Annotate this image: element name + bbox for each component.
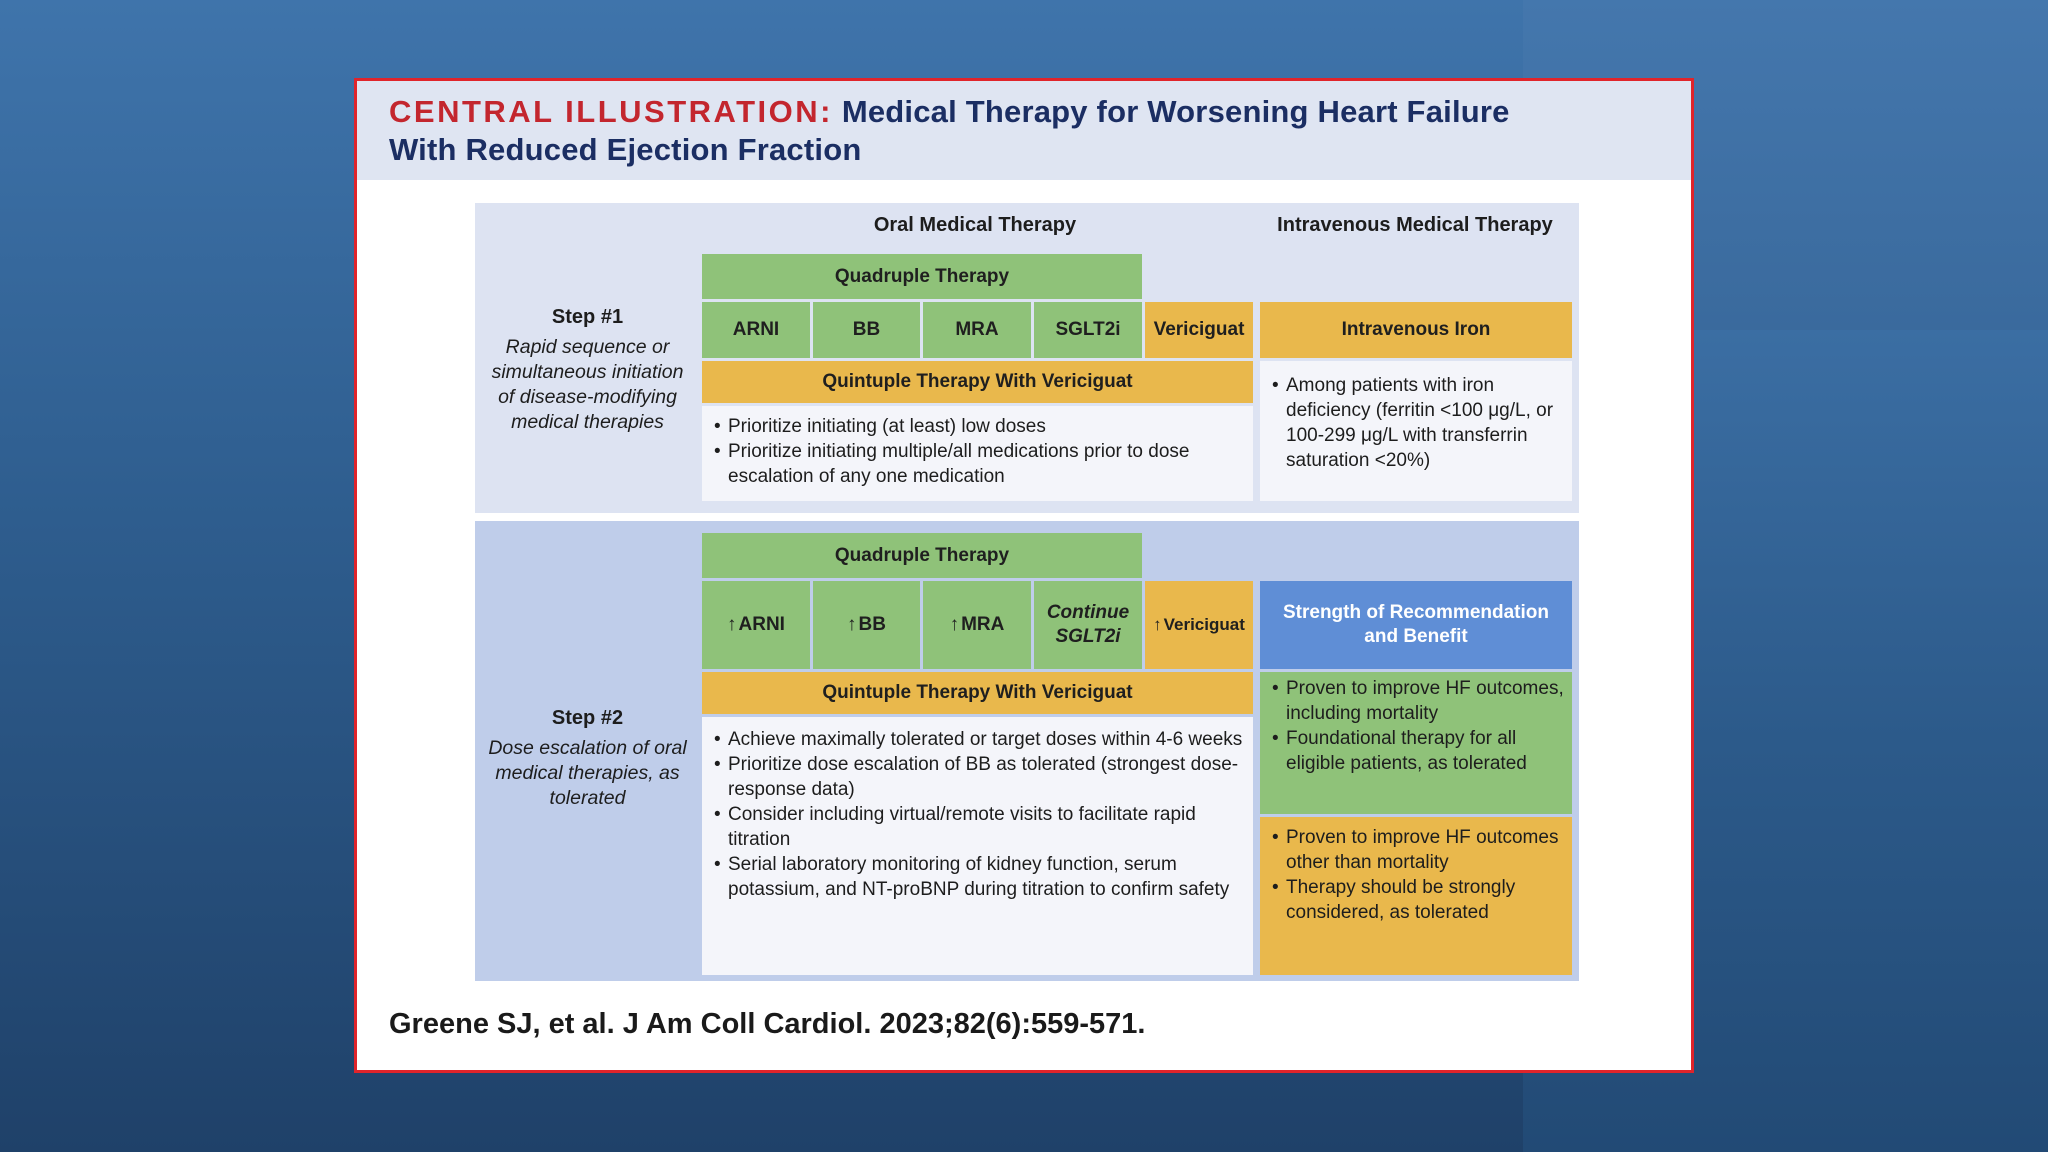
step2-title: Step #2 — [551, 707, 624, 729]
legend-green-box: Proven to improve HF outcomes, including… — [1260, 672, 1572, 814]
slide-title-line-1: CENTRAL ILLUSTRATION: Medical Therapy fo… — [389, 94, 1510, 130]
step1-bullet: Prioritize initiating multiple/all medic… — [714, 439, 1244, 489]
step1-bullets: Prioritize initiating (at least) low dos… — [714, 414, 1244, 489]
step2-drug-arni: ↑ARNI — [702, 581, 810, 669]
step2-drug-bb: ↑BB — [813, 581, 920, 669]
step1-notes-box: Prioritize initiating (at least) low dos… — [702, 406, 1253, 501]
step1-drug-sglt2i: SGLT2i — [1034, 302, 1142, 358]
iv-iron-bullet: Among patients with iron deficiency (fer… — [1272, 373, 1568, 473]
step2-vericiguat: ↑Vericiguat — [1145, 581, 1253, 669]
step1-vericiguat: Vericiguat — [1145, 302, 1253, 358]
step2-drug-mra: ↑MRA — [923, 581, 1031, 669]
step1-description: Rapid sequence or simultaneous initiatio… — [491, 336, 684, 433]
legend-gold-bullet: Proven to improve HF outcomes other than… — [1272, 825, 1568, 875]
step2-continue-sglt2i: Continue SGLT2i — [1034, 581, 1142, 669]
step2-bullet: Serial laboratory monitoring of kidney f… — [714, 852, 1246, 902]
legend-green-bullet: Proven to improve HF outcomes, including… — [1272, 676, 1568, 726]
central-illustration-slide: CENTRAL ILLUSTRATION: Medical Therapy fo… — [354, 78, 1694, 1073]
citation: Greene SJ, et al. J Am Coll Cardiol. 202… — [389, 1008, 1146, 1040]
step2-vericiguat-label: Vericiguat — [1163, 615, 1245, 634]
step1-drug-bb: BB — [813, 302, 920, 358]
step1-label: Step #1 Rapid sequence or simultaneous i… — [475, 303, 700, 435]
title-label: CENTRAL ILLUSTRATION: — [389, 94, 833, 129]
iv-iron-notes-box: Among patients with iron deficiency (fer… — [1260, 361, 1572, 501]
step1-drug-arni: ARNI — [702, 302, 810, 358]
step1-drug-mra: MRA — [923, 302, 1031, 358]
legend-green-bullets: Proven to improve HF outcomes, including… — [1272, 676, 1568, 776]
up-arrow-icon: ↑ — [1153, 615, 1162, 634]
step2-panel: Step #2 Dose escalation of oral medical … — [475, 521, 1579, 981]
up-arrow-icon: ↑ — [949, 614, 960, 635]
legend-gold-bullet: Therapy should be strongly considered, a… — [1272, 875, 1568, 925]
step1-panel: Oral Medical Therapy Intravenous Medical… — [475, 203, 1579, 513]
title-text-1: Medical Therapy for Worsening Heart Fail… — [841, 94, 1510, 129]
step2-drug-label: MRA — [961, 614, 1005, 635]
iv-iron-bullets: Among patients with iron deficiency (fer… — [1272, 373, 1568, 473]
step1-quintuple-therapy: Quintuple Therapy With Vericiguat — [702, 361, 1253, 403]
step1-quadruple-therapy: Quadruple Therapy — [702, 254, 1142, 299]
step1-bullet: Prioritize initiating (at least) low dos… — [714, 414, 1244, 439]
step2-bullet: Achieve maximally tolerated or target do… — [714, 727, 1246, 752]
step2-label: Step #2 Dose escalation of oral medical … — [475, 704, 700, 811]
slide-header: CENTRAL ILLUSTRATION: Medical Therapy fo… — [357, 81, 1691, 180]
step1-title: Step #1 — [551, 306, 624, 328]
step2-drug-label: ARNI — [738, 614, 785, 635]
legend-gold-box: Proven to improve HF outcomes other than… — [1260, 817, 1572, 975]
slide-title-line-2: With Reduced Ejection Fraction — [389, 132, 862, 167]
up-arrow-icon: ↑ — [847, 614, 857, 635]
step2-bullets: Achieve maximally tolerated or target do… — [714, 727, 1246, 902]
intravenous-iron: Intravenous Iron — [1260, 302, 1572, 358]
legend-gold-bullets: Proven to improve HF outcomes other than… — [1272, 825, 1568, 925]
iv-therapy-header: Intravenous Medical Therapy — [1277, 214, 1553, 236]
step2-notes-box: Achieve maximally tolerated or target do… — [702, 717, 1253, 975]
legend-green-bullet: Foundational therapy for all eligible pa… — [1272, 726, 1568, 776]
step2-description: Dose escalation of oral medical therapie… — [488, 737, 687, 809]
step2-continue-label: Continue SGLT2i — [1046, 602, 1130, 647]
up-arrow-icon: ↑ — [727, 614, 737, 635]
step2-quintuple-therapy: Quintuple Therapy With Vericiguat — [702, 672, 1253, 714]
step2-bullet: Consider including virtual/remote visits… — [714, 802, 1246, 852]
step2-quadruple-therapy: Quadruple Therapy — [702, 533, 1142, 578]
step2-bullet: Prioritize dose escalation of BB as tole… — [714, 752, 1246, 802]
oral-therapy-header: Oral Medical Therapy — [873, 214, 1077, 236]
step2-drug-label: BB — [858, 614, 886, 635]
legend-title: Strength of Recommendation and Benefit — [1260, 581, 1572, 669]
